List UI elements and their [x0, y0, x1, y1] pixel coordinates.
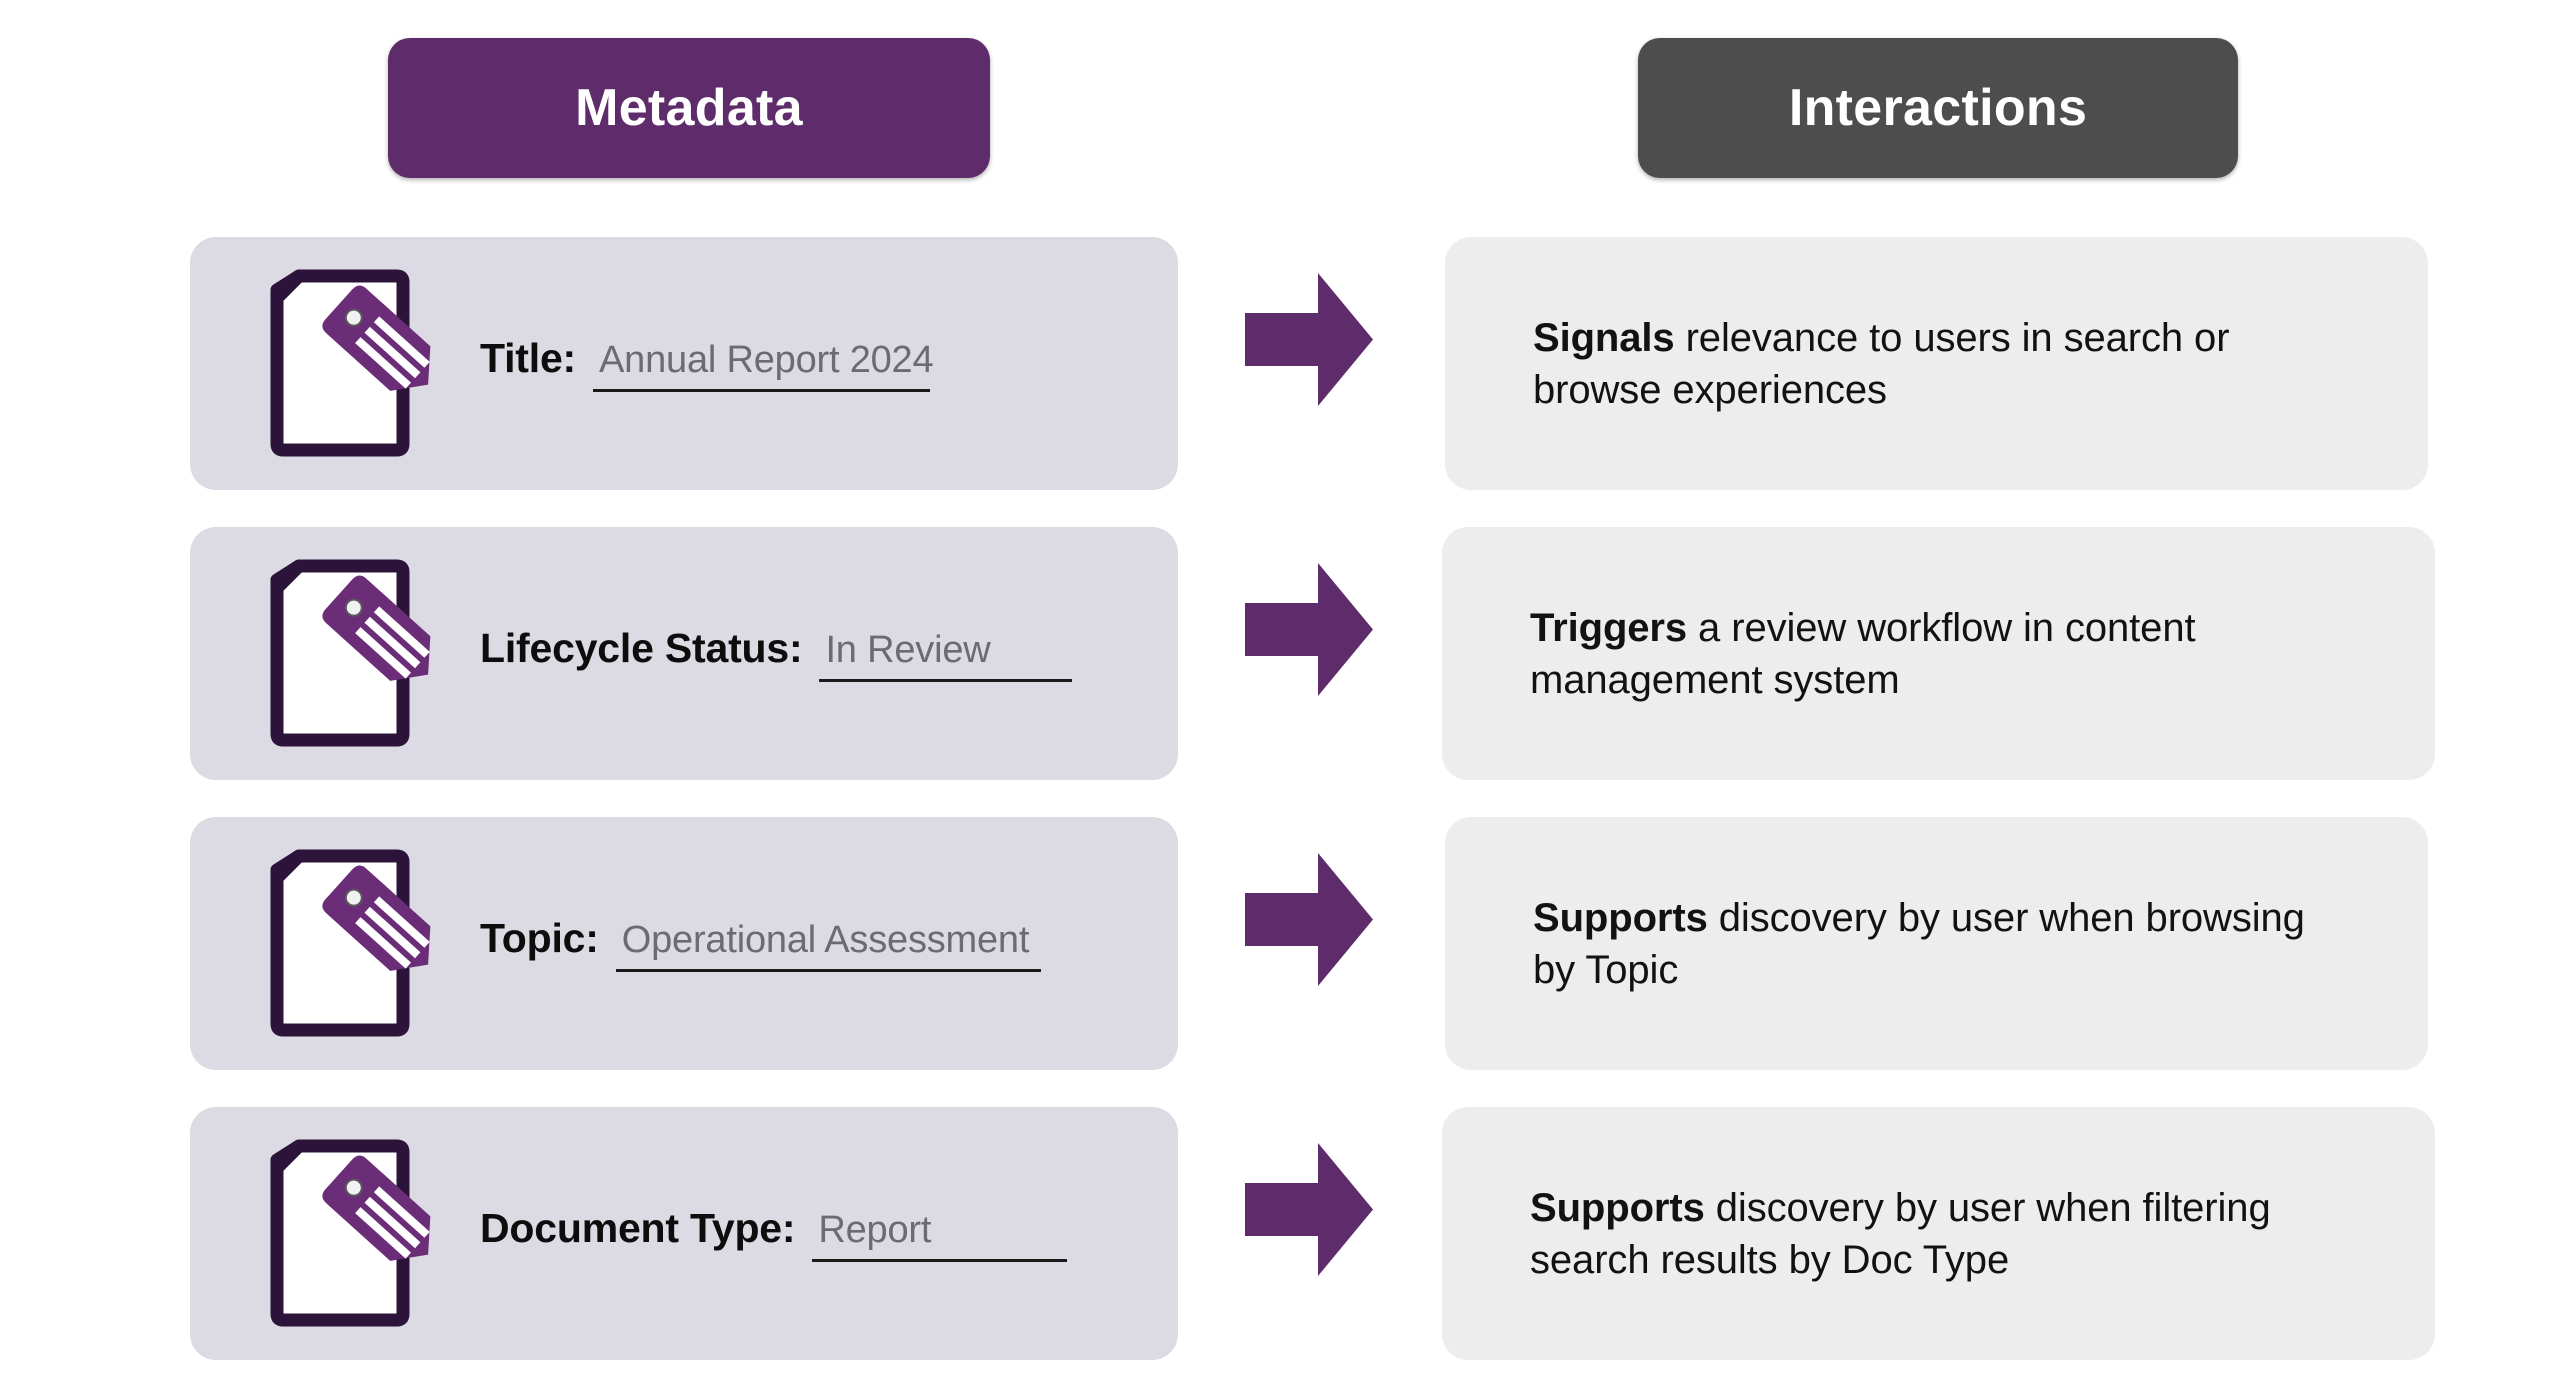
metadata-field-value-wrap[interactable]: Report	[812, 1209, 1068, 1262]
interaction-rest-text: discovery by user when browsing by Topic	[1533, 895, 2305, 992]
interaction-lead-word: Triggers	[1530, 605, 1688, 650]
document-with-tag-icon	[255, 844, 445, 1044]
column-header-interactions-label: Interactions	[1788, 79, 2088, 137]
metadata-card: Topic: Operational Assessment	[190, 817, 1178, 1070]
metadata-field: Topic: Operational Assessment	[480, 915, 1041, 972]
metadata-field-underline	[615, 969, 1041, 972]
document-with-tag-icon	[255, 1134, 445, 1334]
metadata-row: Topic: Operational Assessment Supports d…	[0, 817, 2560, 1070]
metadata-row: Document Type: Report Supports discovery…	[0, 1107, 2560, 1360]
metadata-field-value-wrap[interactable]: In Review	[819, 629, 1073, 682]
interaction-lead-word: Signals	[1533, 315, 1675, 360]
arrow-right-icon	[1245, 563, 1373, 696]
metadata-field-value: Operational Assessment	[621, 919, 1030, 961]
metadata-field-underline	[812, 1259, 1068, 1262]
interaction-rest-text: a review workflow in content management …	[1530, 605, 2196, 702]
metadata-field-value: Annual Report 2024	[599, 339, 934, 381]
arrow-right-icon	[1245, 853, 1373, 986]
metadata-field-label: Topic:	[480, 915, 599, 961]
interaction-card: Supports discovery by user when browsing…	[1445, 817, 2428, 1070]
metadata-field-label: Document Type:	[480, 1205, 796, 1251]
interaction-text: Supports discovery by user when browsing…	[1445, 892, 2413, 996]
metadata-card: Document Type: Report	[190, 1107, 1178, 1360]
metadata-field-underline	[819, 679, 1073, 682]
metadata-field-underline	[593, 389, 930, 392]
metadata-row: Lifecycle Status: In Review Triggers a r…	[0, 527, 2560, 780]
metadata-field: Document Type: Report	[480, 1205, 1068, 1262]
interaction-rest-text: discovery by user when filtering search …	[1530, 1185, 2271, 1282]
interaction-text: Supports discovery by user when filterin…	[1442, 1182, 2410, 1286]
metadata-field-value: Report	[818, 1209, 932, 1251]
interaction-card: Signals relevance to users in search or …	[1445, 237, 2428, 490]
interaction-text: Signals relevance to users in search or …	[1445, 312, 2413, 416]
column-header-metadata: Metadata	[388, 38, 990, 178]
interaction-text: Triggers a review workflow in content ma…	[1442, 602, 2410, 706]
interaction-card: Triggers a review workflow in content ma…	[1442, 527, 2435, 780]
metadata-field: Lifecycle Status: In Review	[480, 625, 1073, 682]
metadata-field-value: In Review	[825, 629, 991, 671]
metadata-field: Title: Annual Report 2024	[480, 335, 937, 392]
column-header-interactions: Interactions	[1638, 38, 2238, 178]
document-with-tag-icon	[255, 264, 445, 464]
document-with-tag-icon	[255, 554, 445, 754]
interaction-rest-text: relevance to users in search or browse e…	[1533, 315, 2230, 412]
column-header-metadata-label: Metadata	[575, 79, 803, 137]
arrow-right-icon	[1245, 1143, 1373, 1276]
metadata-field-value-wrap[interactable]: Operational Assessment	[615, 919, 1041, 972]
metadata-row: Title: Annual Report 2024 Signals releva…	[0, 237, 2560, 490]
metadata-card: Title: Annual Report 2024	[190, 237, 1178, 490]
metadata-field-label: Lifecycle Status:	[480, 625, 803, 671]
interaction-card: Supports discovery by user when filterin…	[1442, 1107, 2435, 1360]
metadata-field-label: Title:	[480, 335, 576, 381]
metadata-field-value-wrap[interactable]: Annual Report 2024	[593, 339, 937, 392]
interaction-lead-word: Supports	[1533, 895, 1708, 940]
arrow-right-icon	[1245, 273, 1373, 406]
interaction-lead-word: Supports	[1530, 1185, 1705, 1230]
metadata-card: Lifecycle Status: In Review	[190, 527, 1178, 780]
